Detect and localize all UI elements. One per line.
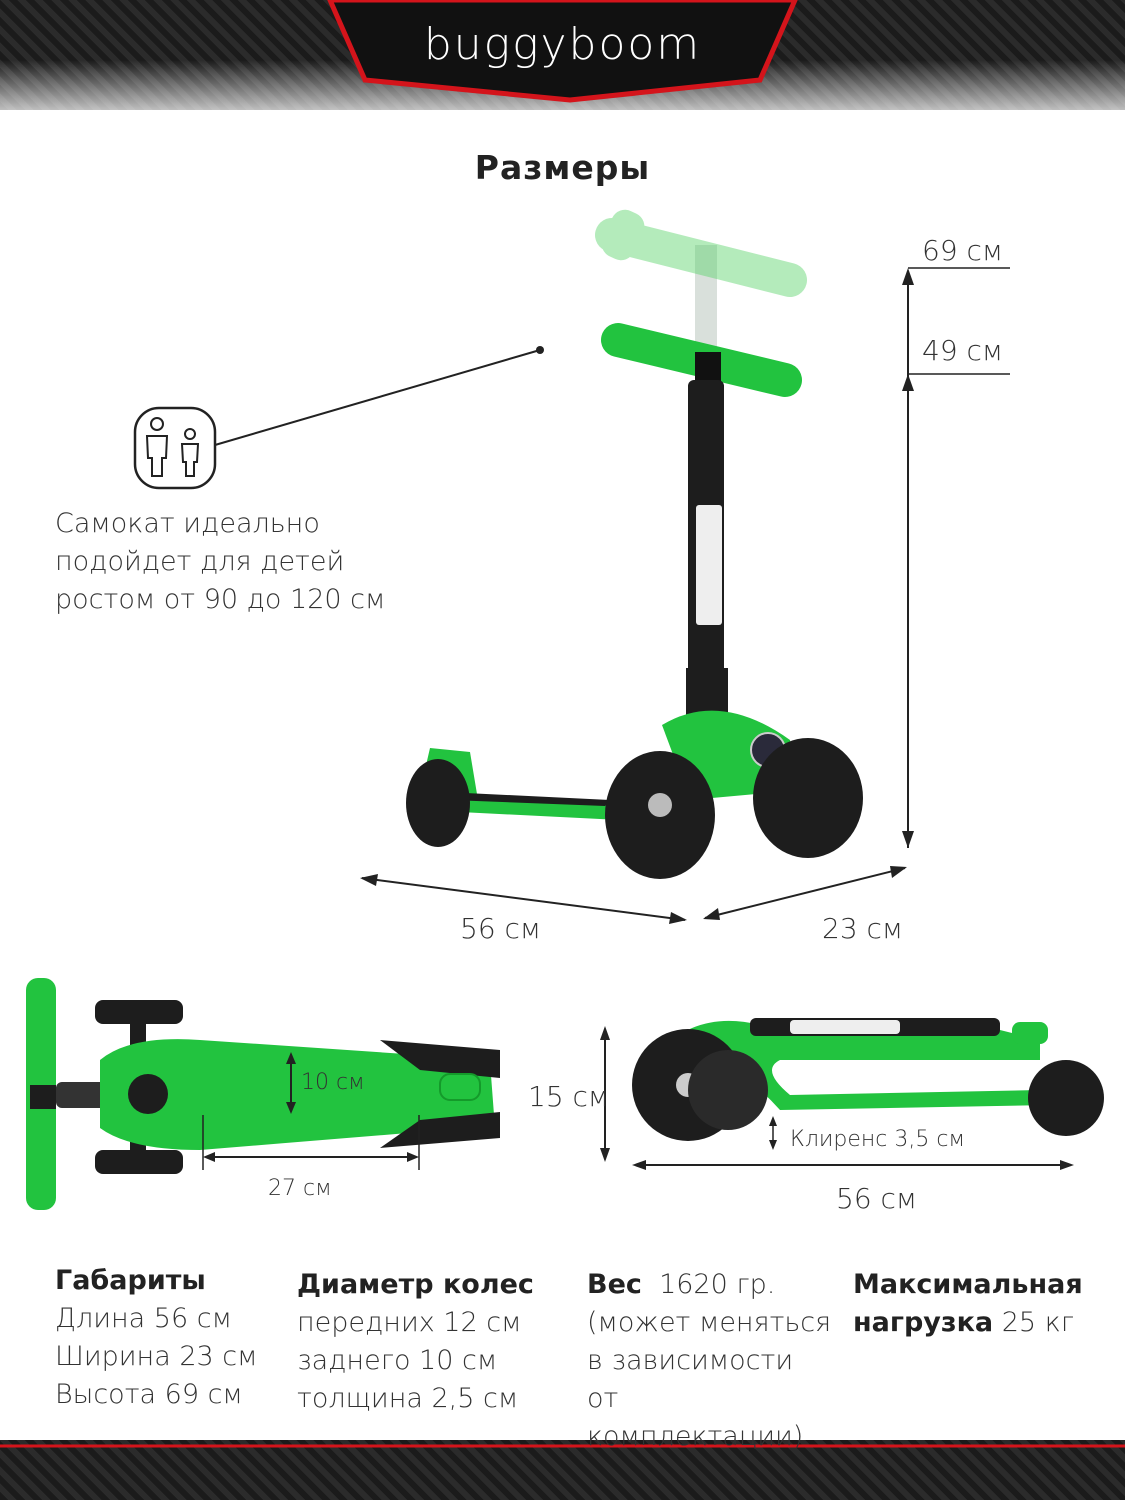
page-title: Размеры <box>474 148 651 187</box>
spec-load-title-2: нагрузка <box>853 1307 994 1338</box>
brand-logo: buggyboom <box>423 19 702 70</box>
spec-weight-note-1: (может меняться <box>587 1307 832 1338</box>
spec-length: Длина 56 см <box>55 1303 232 1334</box>
length-label: 56 см <box>460 912 542 945</box>
spec-load-value: 25 кг <box>1001 1307 1074 1338</box>
spec-height: Высота 69 см <box>55 1379 243 1410</box>
height-min-label: 49 см <box>922 334 1004 367</box>
spec-wheels-rear: заднего 10 см <box>297 1345 498 1376</box>
height-suitability-note: Самокат идеально подойдет для детей рост… <box>55 508 386 615</box>
spec-weight-title: Вес <box>587 1269 642 1300</box>
folded-length-label: 56 см <box>836 1182 918 1215</box>
width-label: 23 см <box>822 912 904 945</box>
spec-weight-note-2: в зависимости <box>587 1345 794 1376</box>
spec-load-title-1: Максимальная <box>853 1269 1083 1300</box>
spec-weight: Вес 1620 гр. (может меняться в зависимос… <box>587 1266 837 1456</box>
spec-dimensions: Габариты Длина 56 см Ширина 23 см Высота… <box>55 1262 285 1414</box>
spec-weight-value: 1620 гр. <box>659 1269 776 1300</box>
spec-weight-note-3: от комплектации) <box>587 1383 804 1452</box>
spec-wheels: Диаметр колес передних 12 см заднего 10 … <box>297 1266 557 1418</box>
deck-width-label: 10 см <box>301 1070 365 1095</box>
spec-max-load: Максимальная нагрузка 25 кг <box>853 1266 1103 1342</box>
deck-length-label: 27 см <box>268 1176 332 1201</box>
clearance-label: Клиренс 3,5 см <box>790 1127 966 1152</box>
spec-width: Ширина 23 см <box>55 1341 258 1372</box>
height-max-label: 69 см <box>922 234 1004 267</box>
spec-wheels-title: Диаметр колес <box>297 1269 534 1300</box>
spec-wheels-front: передних 12 см <box>297 1307 522 1338</box>
spec-wheels-thickness: толщина 2,5 см <box>297 1383 519 1414</box>
spec-dimensions-title: Габариты <box>55 1265 206 1296</box>
footer-band <box>0 1440 1125 1500</box>
folded-height-label: 15 см <box>528 1080 610 1113</box>
header-chevron <box>327 0 798 103</box>
